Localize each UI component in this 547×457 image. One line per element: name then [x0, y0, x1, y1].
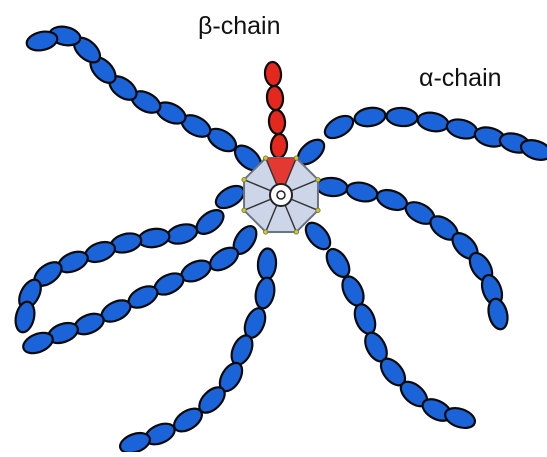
hub-joint: [242, 177, 246, 181]
alpha-bead: [321, 111, 357, 142]
alpha-bead: [301, 218, 335, 253]
hub-joint: [242, 208, 246, 212]
alpha-chain-7: [301, 218, 477, 431]
alpha-chain-1: [25, 24, 266, 175]
alpha-bead: [386, 107, 418, 127]
alpha-chain-3: [316, 177, 511, 331]
alpha-bead: [316, 177, 348, 197]
beta-bead: [266, 85, 284, 110]
alpha-chain-label: α-chain: [419, 64, 502, 93]
alpha-bead: [13, 300, 37, 334]
hub-joint: [316, 177, 320, 181]
alpha-bead: [416, 110, 450, 134]
alpha-bead: [253, 276, 277, 310]
alpha-bead: [25, 29, 59, 53]
hub-joint: [294, 156, 298, 160]
hub-joint: [316, 208, 320, 212]
alpha-bead: [374, 186, 409, 213]
alpha-bead: [257, 248, 277, 280]
alpha-bead: [137, 227, 170, 250]
hub-center-ring: [270, 184, 292, 206]
beta-bead: [268, 109, 286, 134]
beta-chain-label: β-chain: [198, 12, 280, 41]
hub-joint: [263, 230, 267, 234]
alpha-bead: [486, 297, 511, 331]
beta-bead: [270, 133, 288, 158]
beta-chain-1: [264, 61, 288, 158]
alpha-bead: [345, 180, 379, 204]
alpha-bead: [353, 106, 386, 129]
alpha-bead: [445, 116, 480, 141]
alpha-bead: [351, 301, 379, 337]
hub-joint: [294, 230, 298, 234]
alpha-bead: [212, 181, 248, 212]
beta-bead: [264, 61, 282, 86]
alpha-chain-2: [293, 106, 547, 169]
hub-joint: [263, 156, 267, 160]
